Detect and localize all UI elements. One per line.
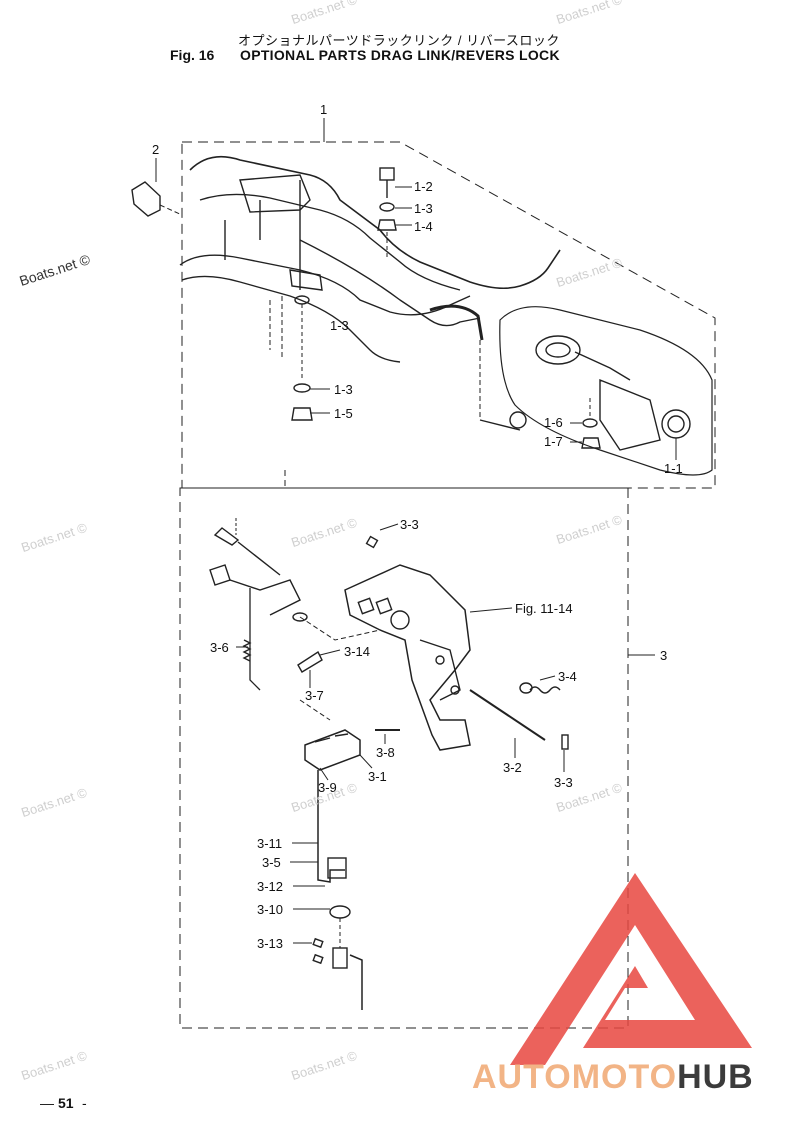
label-part-3-8: 3-8 [376,745,395,760]
label-part-1-3-c: 1-3 [334,382,353,397]
label-part-3-14: 3-14 [344,644,371,659]
label-part-2: 2 [152,142,160,157]
tiller-body [499,306,713,476]
page-dash-left: — [40,1095,54,1111]
label-part-3-1: 3-1 [368,769,387,784]
label-part-3-11: 3-11 [257,836,283,851]
label-part-1-7: 1-7 [544,434,563,449]
logo-part-2: HUB [677,1058,754,1096]
label-part-3-13: 3-13 [257,936,284,951]
cam-bracket [344,564,471,751]
label-part-1-2: 1-2 [414,179,433,194]
upper-frame [181,141,716,489]
logo-text: AUTOMOTOHUB [472,1058,754,1097]
logo-part-1: AUTOMOTO [472,1058,678,1096]
title-japanese: オプショナルパーツドラックリンク / リバースロック [238,33,560,48]
lower-frame [179,487,629,1029]
figure-number: Fig. 16 [170,47,215,63]
steering-bracket [189,155,561,290]
figure-title: OPTIONAL PARTS DRAG LINK/REVERS LOCK [240,47,560,63]
label-part-3: 3 [660,648,668,663]
label-part-3-2: 3-2 [503,760,522,775]
label-part-3-3-b: 3-3 [554,775,573,790]
label-part-1: 1 [320,102,328,117]
label-part-1-3: 1-3 [414,201,433,216]
label-part-3-7: 3-7 [305,688,324,703]
page-dash-right: - [82,1095,87,1111]
label-part-3-10: 3-10 [257,902,284,917]
label-part-3-12: 3-12 [257,879,284,894]
page-number: 51 [58,1095,74,1111]
logo-triangle [510,873,752,1065]
label-part-1-4: 1-4 [414,219,433,234]
label-part-1-5: 1-5 [334,406,353,421]
label-part-1-1: 1-1 [664,461,683,476]
label-part-3-9: 3-9 [318,780,337,795]
label-part-3-4: 3-4 [558,669,577,684]
label-part-3-6: 3-6 [210,640,229,655]
label-fig-reference: Fig. 11-14 [515,601,573,616]
label-part-1-3-b: 1-3 [330,318,349,333]
label-part-1-6: 1-6 [544,415,563,430]
label-part-3-5: 3-5 [262,855,281,870]
label-part-3-3-a: 3-3 [400,517,419,532]
